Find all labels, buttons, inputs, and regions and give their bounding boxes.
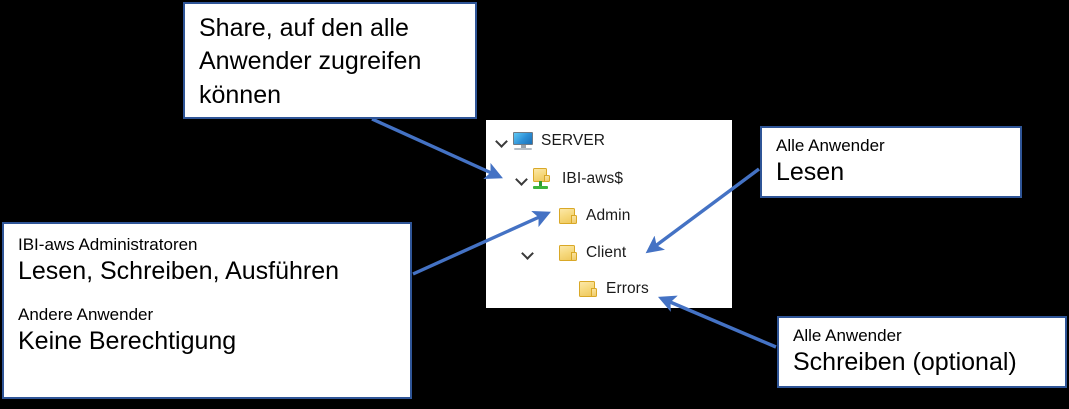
callout-all-users-read: Alle Anwender Lesen — [760, 126, 1022, 198]
callout-group-rights: Lesen — [776, 158, 845, 187]
tree-row-label: SERVER — [541, 132, 606, 149]
callout-group-title: Alle Anwender — [776, 136, 885, 155]
callout-group-title: Andere Anwender — [18, 304, 154, 324]
share-folder-tree: SERVER IBI-aws$ Admin Client — [486, 120, 732, 308]
chevron-down-icon[interactable] — [518, 243, 538, 263]
callout-share-access: Share, auf den alle Anwender zugreifen k… — [183, 2, 477, 119]
shared-folder-icon — [532, 168, 555, 190]
callout-group-title: Alle Anwender — [793, 326, 902, 345]
callout-group-rights: Lesen, Schreiben, Ausführen — [18, 257, 340, 286]
chevron-down-icon[interactable] — [492, 131, 512, 151]
folder-icon — [578, 279, 599, 299]
monitor-icon — [512, 131, 534, 151]
chevron-placeholder-icon — [558, 279, 578, 299]
folder-icon — [558, 206, 579, 226]
callout-all-users-write: Alle Anwender Schreiben (optional) — [777, 316, 1067, 388]
callout-line: können — [199, 80, 282, 109]
chevron-down-icon[interactable] — [512, 169, 532, 189]
chevron-placeholder-icon — [538, 206, 558, 226]
callout-line: Share, auf den alle — [199, 14, 409, 42]
tree-row-label: Client — [586, 244, 627, 261]
arrow-to-ibi-aws-share — [371, 117, 503, 180]
tree-row-label: Admin — [586, 207, 631, 224]
tree-row-admin[interactable]: Admin — [538, 201, 630, 231]
callout-group-rights: Keine Berechtigung — [18, 326, 237, 355]
tree-row-label: Errors — [606, 280, 649, 297]
callout-group-rights: Schreiben (optional) — [793, 348, 1017, 377]
tree-row-server[interactable]: SERVER — [492, 126, 605, 156]
tree-row-client[interactable]: Client — [518, 238, 626, 268]
callout-admin-permissions: IBI-aws Administratoren Lesen, Schreiben… — [2, 222, 412, 399]
tree-row-ibi-aws-share[interactable]: IBI-aws$ — [512, 164, 623, 194]
tree-row-errors[interactable]: Errors — [558, 274, 649, 304]
tree-row-label: IBI-aws$ — [562, 170, 624, 187]
callout-line: Anwender zugreifen — [199, 47, 422, 76]
callout-group-title: IBI-aws Administratoren — [18, 235, 198, 254]
folder-icon — [558, 243, 579, 263]
